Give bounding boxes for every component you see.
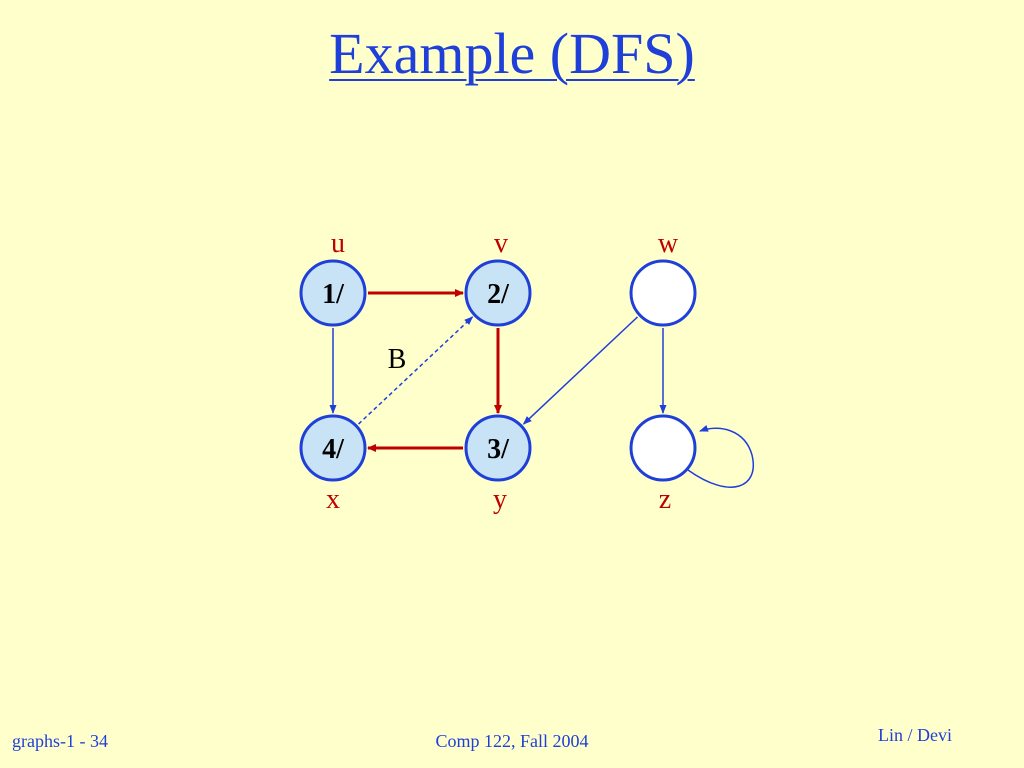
footer-course: Comp 122, Fall 2004	[435, 731, 589, 751]
node-w	[629, 259, 697, 327]
vertex-name-z: z	[659, 484, 671, 515]
vertex-name-u: u	[331, 228, 345, 259]
footer-slide-number: graphs-1 - 34	[12, 731, 108, 751]
vertex-name-w: w	[658, 228, 679, 259]
edge-z-z-self-loop	[687, 425, 755, 488]
edge-label-back: B	[388, 344, 407, 375]
node-y-timestamp: 3/	[487, 434, 510, 465]
node-x-timestamp: 4/	[322, 434, 345, 465]
node-y	[464, 414, 532, 482]
slide-title: Example (DFS)	[329, 21, 695, 86]
node-v-timestamp: 2/	[487, 279, 510, 310]
footer-authors: Lin / Devi	[878, 725, 952, 745]
node-u-timestamp: 1/	[322, 279, 345, 310]
vertex-name-y: y	[493, 484, 507, 515]
edge-x-v-back	[357, 316, 474, 425]
node-v	[464, 259, 532, 327]
node-x	[299, 414, 367, 482]
node-z	[629, 414, 697, 482]
vertex-name-v: v	[494, 228, 508, 259]
edge-w-y-unexplored	[522, 316, 639, 425]
node-u	[299, 259, 367, 327]
vertex-name-x: x	[326, 484, 340, 515]
